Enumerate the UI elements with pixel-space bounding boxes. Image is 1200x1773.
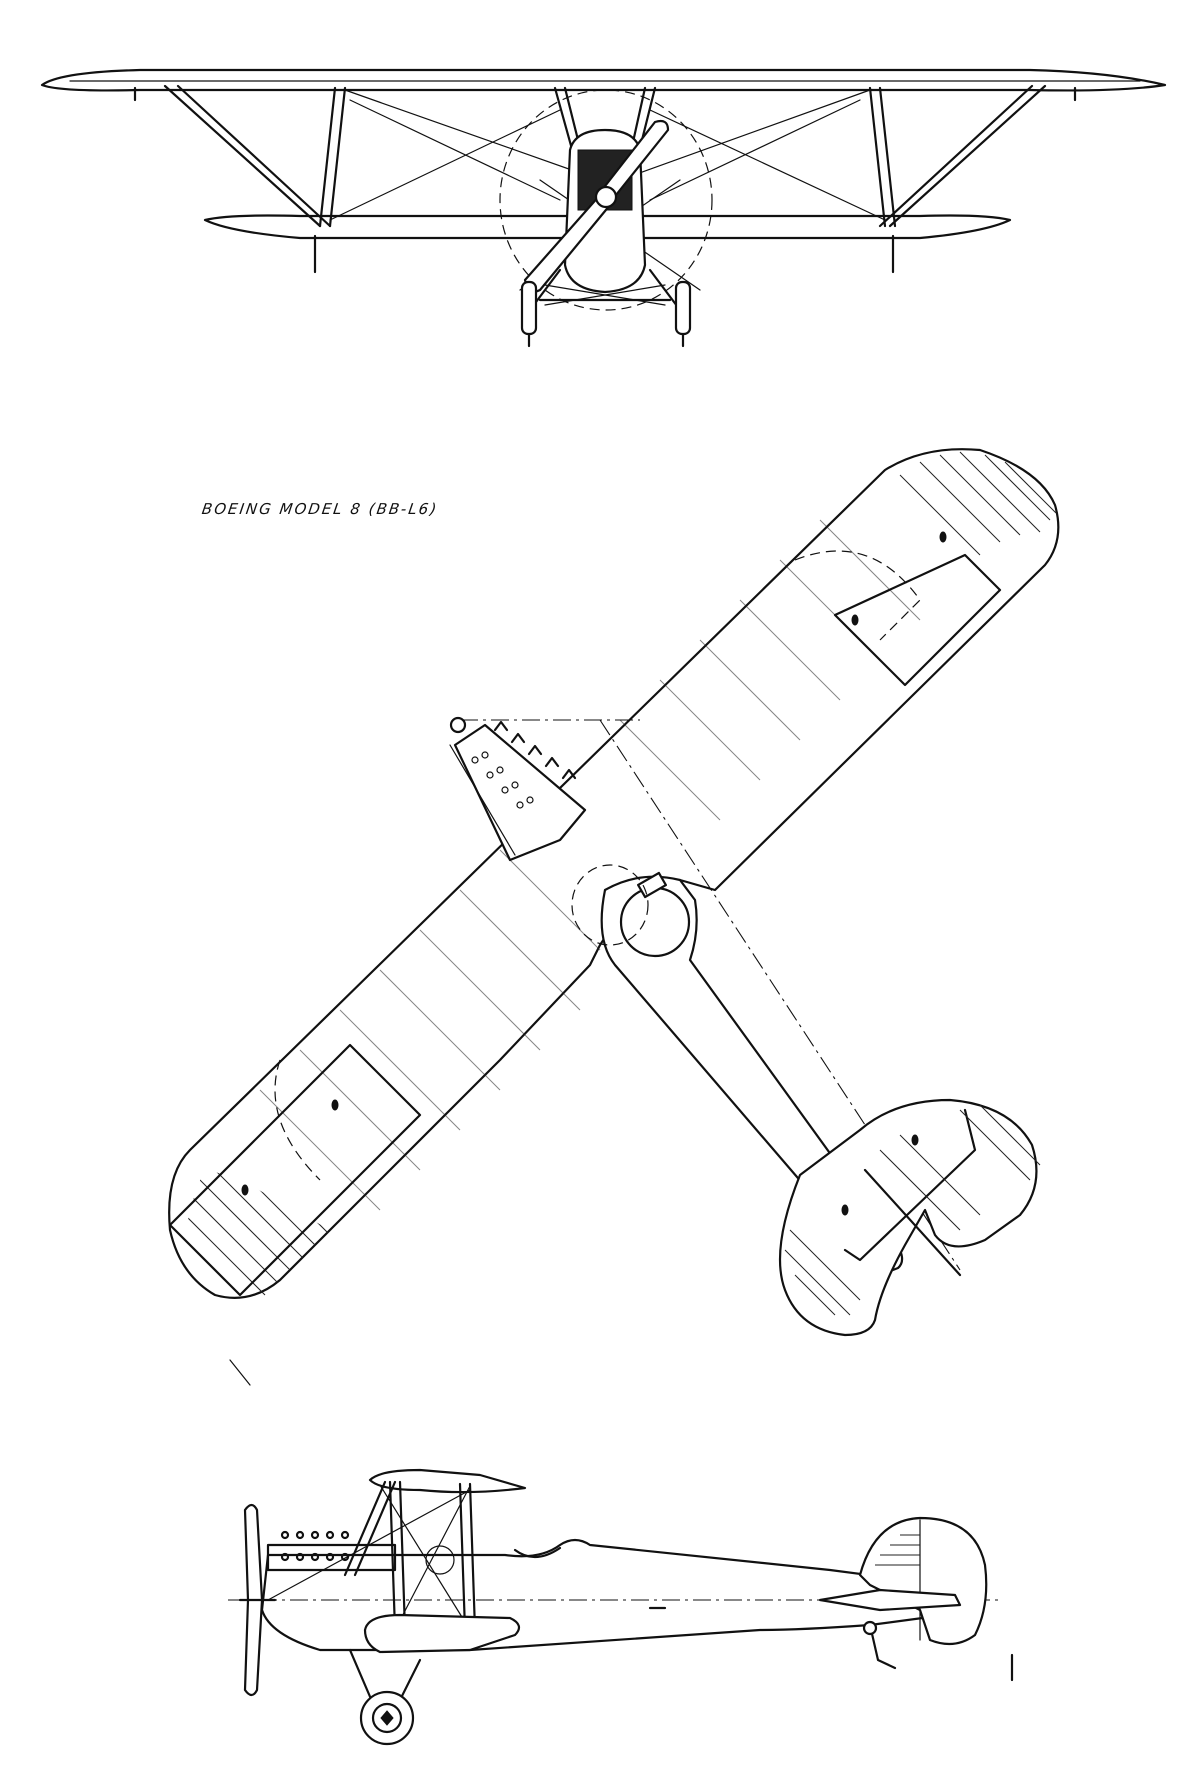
front-upper-wing	[40, 68, 1167, 92]
top-aileron-left	[168, 1043, 422, 1297]
drawing-title: BOEING MODEL 8 (BB-L6)	[200, 500, 440, 518]
side-tailplane	[818, 1588, 962, 1612]
side-lower-wing	[363, 1613, 521, 1654]
side-fin-rudder	[858, 1516, 988, 1646]
front-right-wheel	[674, 280, 692, 336]
top-propeller-hub	[449, 716, 467, 734]
top-cockpit	[619, 886, 691, 958]
front-left-wheel	[520, 280, 538, 336]
front-view	[40, 68, 1167, 348]
front-lower-wing	[203, 214, 1012, 240]
top-aileron-right	[833, 553, 1002, 687]
top-view	[168, 448, 1060, 1386]
side-view	[228, 1468, 1014, 1746]
top-engine-block	[453, 723, 587, 862]
